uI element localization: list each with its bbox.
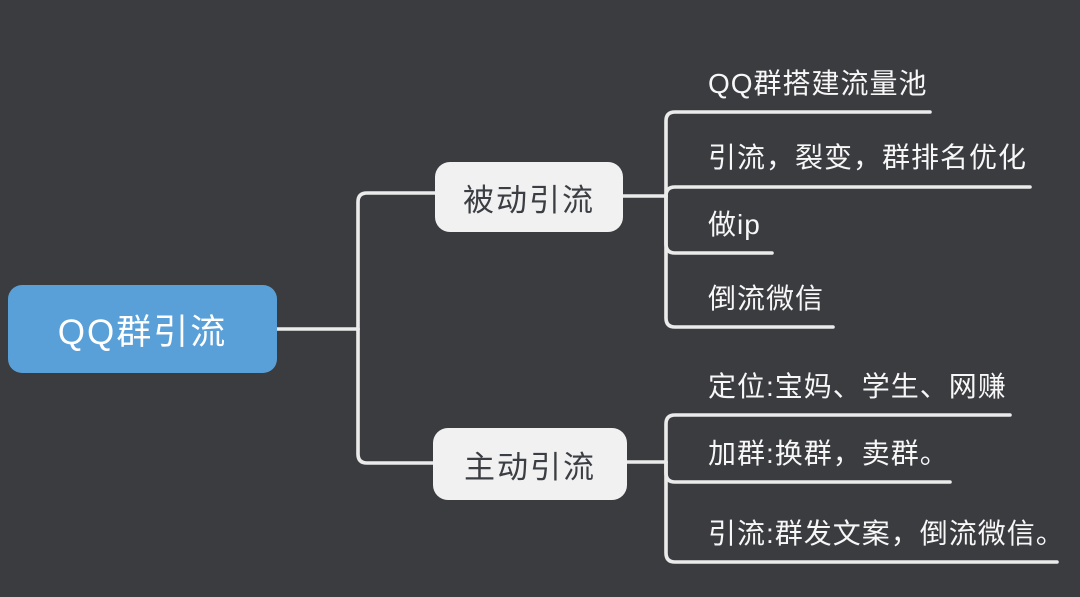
leaf-node-make-ip[interactable]: 做ip xyxy=(708,209,761,240)
connector-trunk-passive xyxy=(356,191,437,331)
underline-active-leaf-1 xyxy=(664,413,1012,464)
leaf-node-mass-message[interactable]: 引流:群发文案，倒流微信。 xyxy=(708,518,1065,549)
leaf-node-fission-ranking[interactable]: 引流，裂变，群排名优化 xyxy=(708,142,1028,173)
connector-trunk-active xyxy=(356,327,435,465)
leaf-node-positioning[interactable]: 定位:宝妈、学生、网赚 xyxy=(708,371,1007,402)
underline-passive-leaf-4 xyxy=(664,194,835,329)
underline-active-leaf-3 xyxy=(664,460,1059,564)
leaf-node-join-groups[interactable]: 加群:换群，卖群。 xyxy=(708,438,949,469)
leaf-node-build-traffic-pool[interactable]: QQ群搭建流量池 xyxy=(708,68,928,99)
underline-passive-leaf-1 xyxy=(664,110,932,198)
underline-passive-leaf-2 xyxy=(664,185,1032,198)
leaf-node-divert-to-wechat[interactable]: 倒流微信 xyxy=(708,283,825,314)
branch-node-passive-traffic[interactable]: 被动引流 xyxy=(435,162,623,232)
branch-node-active-traffic[interactable]: 主动引流 xyxy=(433,428,627,500)
root-node-qq-group-traffic[interactable]: QQ群引流 xyxy=(8,285,277,373)
